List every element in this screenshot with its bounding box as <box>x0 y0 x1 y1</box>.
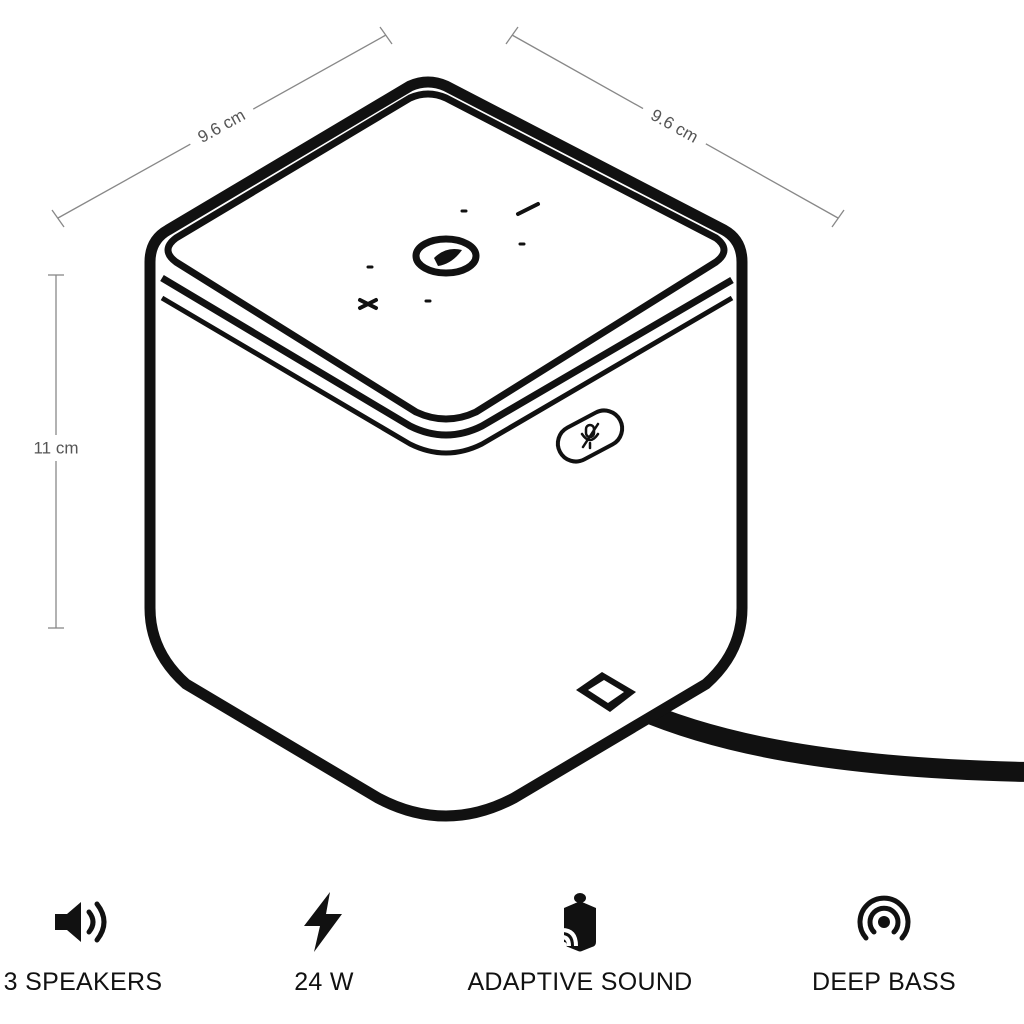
mic-off-icon <box>580 422 600 450</box>
indicator-dots <box>366 209 526 303</box>
dimension-label-height: 11 cm <box>33 438 78 457</box>
lightning-bolt-icon <box>304 892 342 952</box>
top-controls <box>358 202 540 310</box>
feature-power: 24 W <box>204 890 444 997</box>
deep-bass-icon <box>857 895 911 941</box>
mic-mute-button <box>555 408 625 464</box>
cable-plug <box>576 672 636 712</box>
volume-down-icon <box>516 202 540 216</box>
feature-speakers: 3 SPEAKERS <box>0 890 203 997</box>
speaker-volume-icon <box>55 901 107 943</box>
speaker-top-rim <box>160 274 734 439</box>
feature-adaptive-sound: ADAPTIVE SOUND <box>460 890 700 997</box>
feature-label-adaptive-sound: ADAPTIVE SOUND <box>467 968 693 996</box>
power-cable <box>608 690 1024 782</box>
speaker-body <box>144 76 748 822</box>
close-icon <box>358 298 378 310</box>
adaptive-sound-icon <box>561 893 596 952</box>
feature-label-power: 24 W <box>294 968 354 996</box>
feature-label-deep-bass: DEEP BASS <box>812 968 956 996</box>
feature-label-speakers: 3 SPEAKERS <box>3 968 163 996</box>
voice-assistant-icon <box>412 235 480 277</box>
feature-deep-bass: DEEP BASS <box>764 890 1004 997</box>
